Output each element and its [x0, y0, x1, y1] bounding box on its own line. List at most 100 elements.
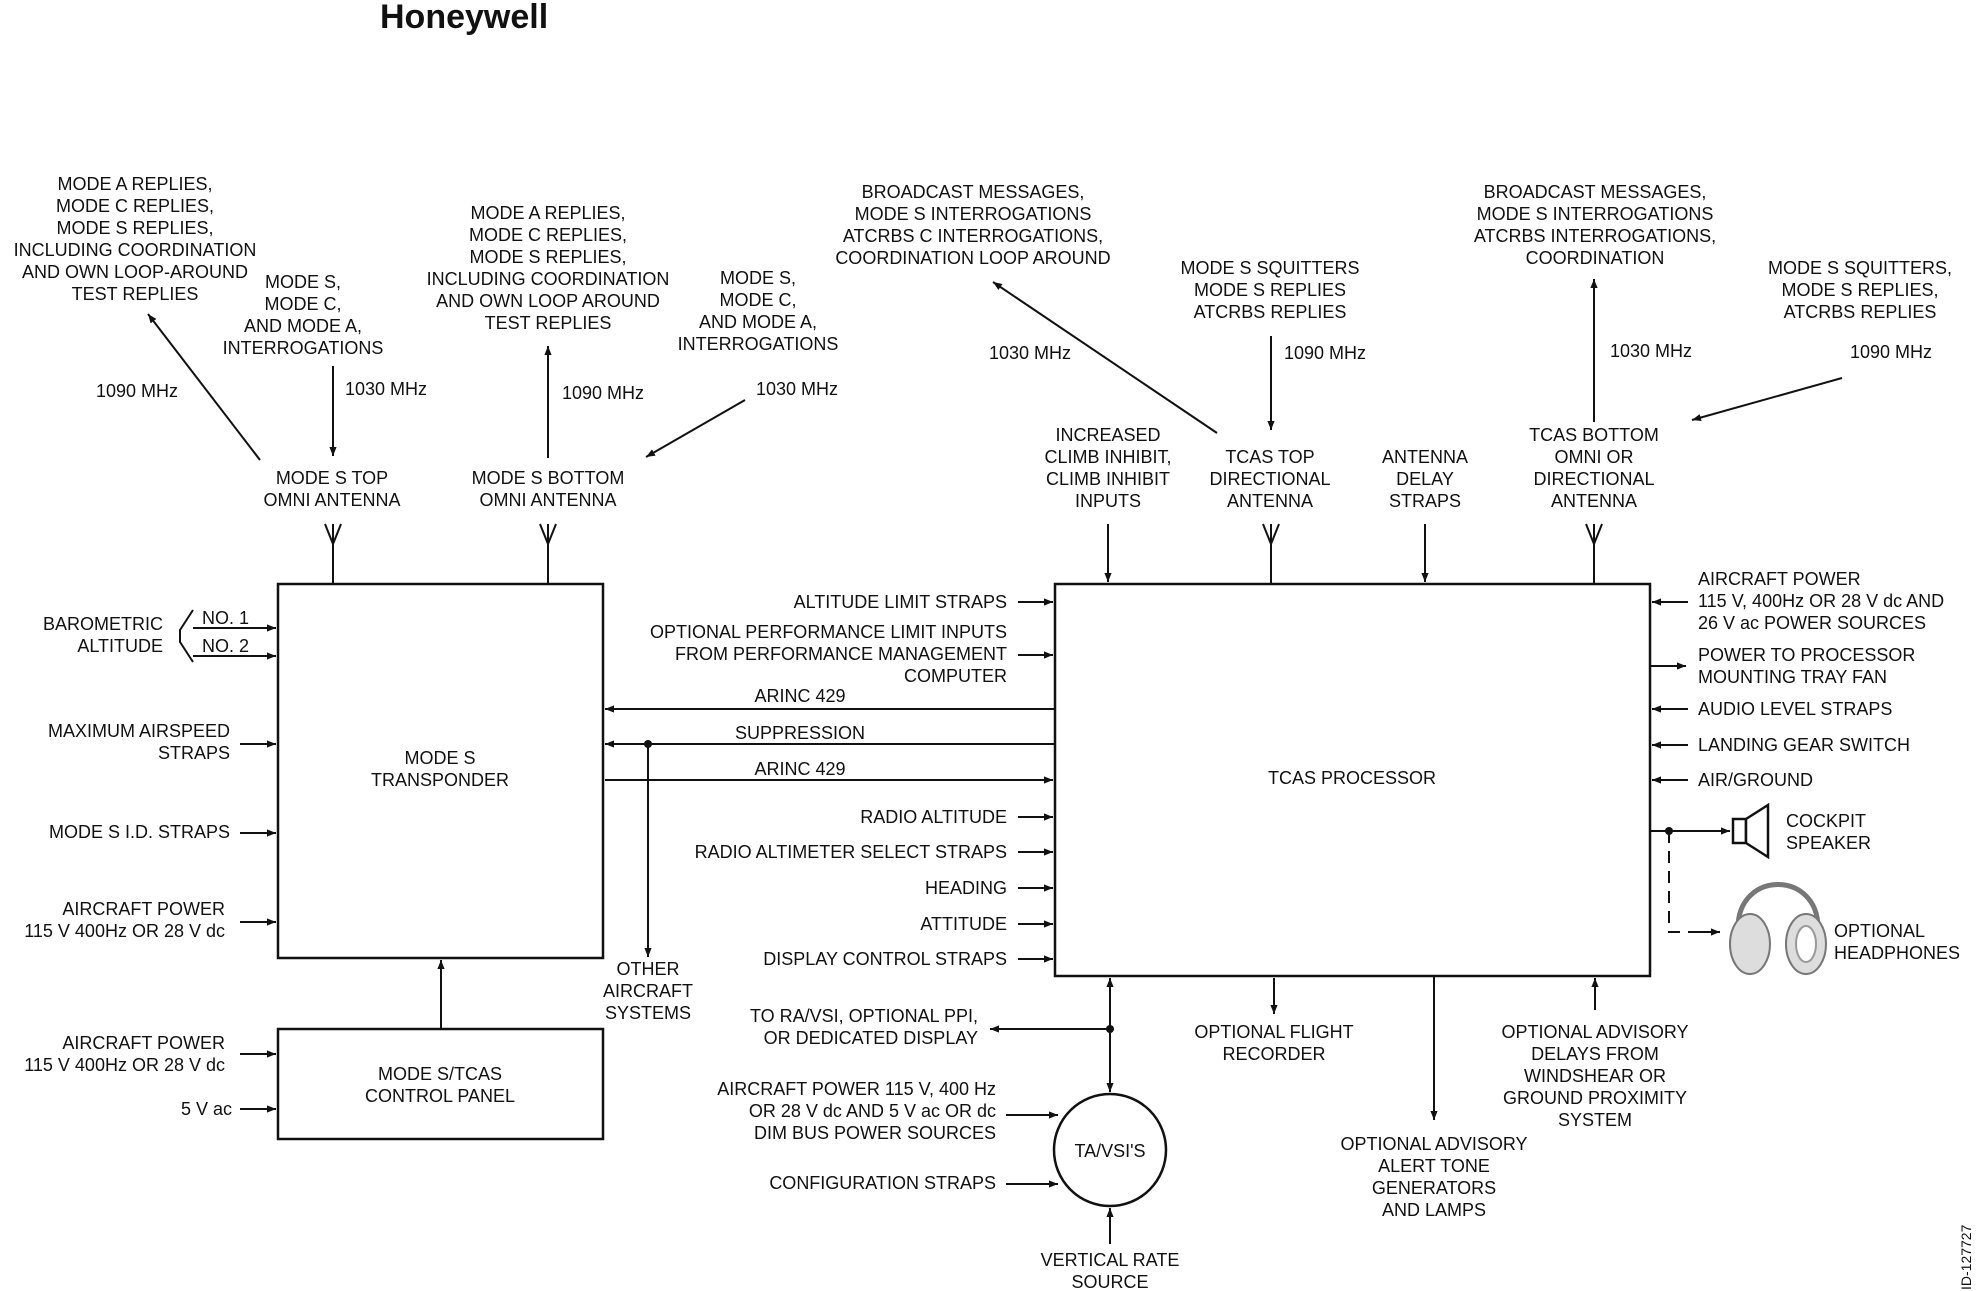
antenna-delay-1: ANTENNA	[1382, 447, 1468, 467]
msb-out-freq: 1090 MHz	[562, 383, 644, 403]
tb-label-4: ANTENNA	[1551, 491, 1637, 511]
vertical-rate-input: VERTICAL RATE SOURCE	[1041, 1208, 1180, 1291]
fan-2: MOUNTING TRAY FAN	[1698, 667, 1887, 687]
msb-out-1: MODE A REPLIES,	[470, 203, 625, 223]
other-systems-1: OTHER	[617, 959, 680, 979]
climb-inhibit-inputs: INCREASED CLIMB INHIBIT, CLIMB INHIBIT I…	[1044, 425, 1172, 582]
msb-label-2: OMNI ANTENNA	[479, 490, 616, 510]
baro-1: BAROMETRIC	[43, 614, 163, 634]
tavsi-power-input: AIRCRAFT POWER 115 V, 400 Hz OR 28 V dc …	[717, 1079, 1058, 1143]
control-panel-label-1: MODE S/TCAS	[378, 1064, 502, 1084]
tcas-processor-label: TCAS PROCESSOR	[1268, 768, 1436, 788]
antenna-delay-straps: ANTENNA DELAY STRAPS	[1382, 447, 1468, 582]
vertical-rate-1: VERTICAL RATE	[1041, 1250, 1180, 1270]
tcas-processor: TCAS PROCESSOR	[1053, 582, 1652, 978]
climb-inhibit-3: CLIMB INHIBIT	[1046, 469, 1170, 489]
tt-out-4: COORDINATION LOOP AROUND	[835, 248, 1110, 268]
processor-display-output: TO RA/VSI, OPTIONAL PPI, OR DEDICATED DI…	[750, 978, 1114, 1092]
cp-5v: 5 V ac	[181, 1099, 232, 1119]
radio-alt-select: RADIO ALTIMETER SELECT STRAPS	[695, 842, 1007, 862]
tb-out-freq: 1030 MHz	[1610, 341, 1692, 361]
mst-out-4: INCLUDING COORDINATION	[14, 240, 257, 260]
cp-power-1: AIRCRAFT POWER	[62, 1033, 225, 1053]
antenna-delay-3: STRAPS	[1389, 491, 1461, 511]
arinc-bottom-label: ARINC 429	[754, 759, 845, 779]
performance-1: OPTIONAL PERFORMANCE LIMIT INPUTS	[650, 622, 1007, 642]
barometric-altitude-input: BAROMETRIC ALTITUDE NO. 1 NO. 2	[43, 608, 276, 663]
mst-in-3: AND MODE A,	[244, 316, 362, 336]
tt-label-1: TCAS TOP	[1225, 447, 1314, 467]
fan-1: POWER TO PROCESSOR	[1698, 645, 1915, 665]
xpdr-power-1: AIRCRAFT POWER	[62, 899, 225, 919]
control-panel-label-2: CONTROL PANEL	[365, 1086, 515, 1106]
air-ground: AIR/GROUND	[1698, 770, 1813, 790]
mst-out-5: AND OWN LOOP-AROUND	[22, 262, 248, 282]
headphones-icon	[1729, 882, 1827, 975]
tavsi-power-1: AIRCRAFT POWER 115 V, 400 Hz	[717, 1079, 996, 1099]
climb-inhibit-2: CLIMB INHIBIT,	[1044, 447, 1171, 467]
mst-in-1: MODE S,	[265, 272, 341, 292]
tb-in-3: ATCRBS REPLIES	[1784, 302, 1937, 322]
attitude: ATTITUDE	[920, 914, 1007, 934]
tt-out-3: ATCRBS C INTERROGATIONS,	[843, 226, 1103, 246]
antenna-symbol-icon	[324, 523, 342, 584]
tb-in-2: MODE S REPLIES,	[1781, 280, 1938, 300]
ta-vsi-label: TA/VSI'S	[1074, 1141, 1145, 1161]
msb-out-2: MODE C REPLIES,	[469, 225, 627, 245]
tt-out-1: BROADCAST MESSAGES,	[862, 182, 1085, 202]
flight-recorder-1: OPTIONAL FLIGHT	[1194, 1022, 1353, 1042]
antenna-symbol-icon	[539, 523, 557, 584]
processor-right-io: AIRCRAFT POWER 115 V, 400Hz OR 28 V dc A…	[1650, 569, 1960, 975]
tt-in-3: ATCRBS REPLIES	[1194, 302, 1347, 322]
climb-inhibit-4: INPUTS	[1075, 491, 1141, 511]
xpdr-power-2: 115 V 400Hz OR 28 V dc	[24, 921, 225, 941]
tb-in-1: MODE S SQUITTERS,	[1768, 258, 1952, 278]
tb-in-freq: 1090 MHz	[1850, 342, 1932, 362]
cp-power-2: 115 V 400Hz OR 28 V dc	[24, 1055, 225, 1075]
control-panel: MODE S/TCAS CONTROL PANEL	[276, 1027, 605, 1141]
headphones-2: HEADPHONES	[1834, 943, 1960, 963]
tb-out-2: MODE S INTERROGATIONS	[1477, 204, 1714, 224]
tb-label-1: TCAS BOTTOM	[1529, 425, 1659, 445]
performance-2: FROM PERFORMANCE MANAGEMENT	[675, 644, 1007, 664]
mst-label-2: OMNI ANTENNA	[263, 490, 400, 510]
figure-id: ID-127727	[1958, 1224, 1974, 1290]
other-systems-2: AIRCRAFT	[603, 981, 693, 1001]
advisory-delays-input: OPTIONAL ADVISORY DELAYS FROM WINDSHEAR …	[1501, 978, 1689, 1130]
vertical-rate-2: SOURCE	[1071, 1272, 1148, 1291]
antenna-symbol-icon	[1262, 523, 1280, 584]
msb-in-4: INTERROGATIONS	[678, 334, 839, 354]
arinc-bus-top: ARINC 429	[605, 686, 1055, 713]
mode-s-id-straps-input: MODE S I.D. STRAPS	[49, 822, 276, 842]
baro-no2: NO. 2	[202, 636, 249, 656]
advisory-delays-4: GROUND PROXIMITY	[1503, 1088, 1687, 1108]
advisory-delays-2: DELAYS FROM	[1531, 1044, 1659, 1064]
tt-out-2: MODE S INTERROGATIONS	[855, 204, 1092, 224]
display-control-straps: DISPLAY CONTROL STRAPS	[763, 949, 1007, 969]
max-airspeed-2: STRAPS	[158, 743, 230, 763]
transponder-label-1: MODE S	[404, 748, 475, 768]
climb-inhibit-1: INCREASED	[1055, 425, 1160, 445]
heading: HEADING	[925, 878, 1007, 898]
speaker-1: COCKPIT	[1786, 811, 1866, 831]
transponder-label-2: TRANSPONDER	[371, 770, 509, 790]
msb-label-1: MODE S BOTTOM	[472, 468, 625, 488]
landing-gear-switch: LANDING GEAR SWITCH	[1698, 735, 1910, 755]
display-1: TO RA/VSI, OPTIONAL PPI,	[750, 1006, 978, 1026]
mst-out-2: MODE C REPLIES,	[56, 196, 214, 216]
mst-out-3: MODE S REPLIES,	[56, 218, 213, 238]
alert-tone-3: GENERATORS	[1372, 1178, 1496, 1198]
mst-in-2: MODE C,	[264, 294, 341, 314]
proc-power-2: 115 V, 400Hz OR 28 V dc AND	[1698, 591, 1944, 611]
proc-power-1: AIRCRAFT POWER	[1698, 569, 1861, 589]
antenna-symbol-icon	[1585, 523, 1603, 584]
arinc-bus-bottom: ARINC 429	[605, 759, 1053, 784]
transponder-power-input: AIRCRAFT POWER 115 V 400Hz OR 28 V dc	[24, 899, 276, 941]
msb-out-4: INCLUDING COORDINATION	[427, 269, 670, 289]
tcas-bottom-antenna: BROADCAST MESSAGES, MODE S INTERROGATION…	[1474, 182, 1952, 584]
tb-out-3: ATCRBS INTERROGATIONS,	[1474, 226, 1716, 246]
tb-label-3: DIRECTIONAL	[1533, 469, 1654, 489]
advisory-delays-3: WINDSHEAR OR	[1524, 1066, 1666, 1086]
alert-tone-output: OPTIONAL ADVISORY ALERT TONE GENERATORS …	[1340, 976, 1528, 1220]
